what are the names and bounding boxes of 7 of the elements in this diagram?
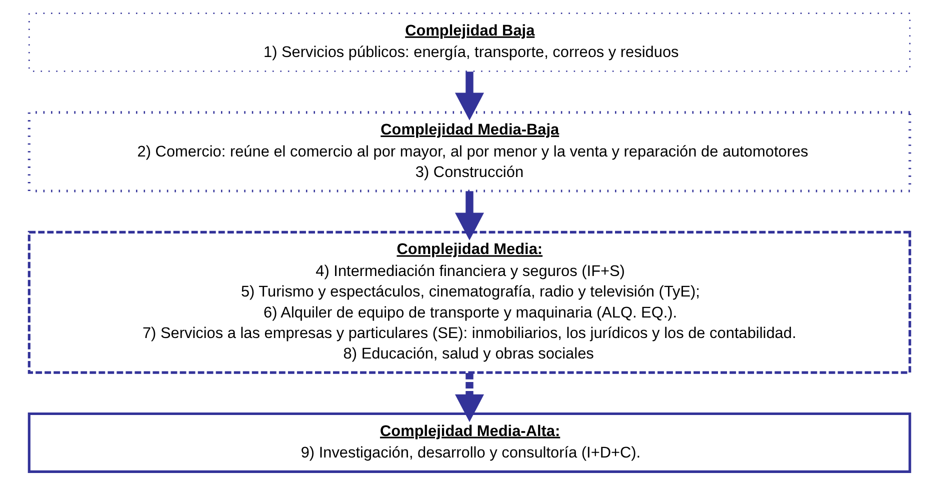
- node-box: Complejidad Media-Alta: 9) Investigación, desarrollo y consultoría (I+D+C).: [27, 412, 911, 473]
- arrow: [454, 72, 484, 120]
- arrow: [454, 372, 484, 422]
- node-box: Complejidad Baja 1) Servicios públicos: energía, transporte, correos y residuos: [28, 12, 910, 72]
- arrow: [454, 191, 484, 240]
- node-box: Complejidad Media-Baja 2) Comercio: reúne el comercio al por mayor, al por menor y la venta y reparación de automotores 3) Construcción: [27, 111, 911, 192]
- node-box: Complejidad Media: 4) Intermediación financiera y seguros (IF+S) 5) Turismo y espectáculos, cinematografía, radio y televisión (TyE); 6) Alquiler de equipo de transporte y maquinaria (ALQ. EQ.). 7) Servicios a las empresas y particulares (SE): inmobiliarios, los jurídicos y los de contabilidad. 8) Educación, salud y obras sociales: [27, 230, 911, 374]
